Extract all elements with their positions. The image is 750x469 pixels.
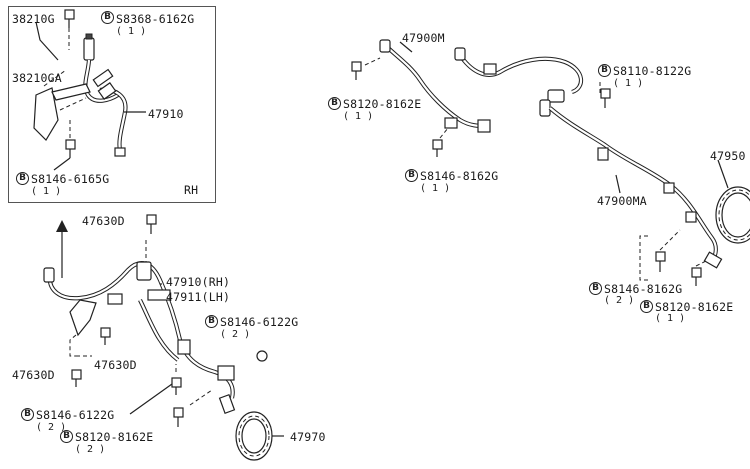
- qty-bolt-s8146-6122g-front-2: ( 2 ): [36, 422, 67, 433]
- part-label-bolt-s8120-8162e-rear: S8120-8162E: [343, 97, 422, 111]
- part-label-bolt-s8146-6122g-front-2: S8146-6122G: [36, 408, 115, 422]
- qty-bolt-s8120-8162e-front: ( 2 ): [75, 444, 106, 455]
- part-label-bolt-s8146-6165: S8146-6165G: [31, 172, 110, 186]
- bolt-symbol-icon: B: [640, 300, 653, 313]
- part-label-bolt-s8120-8162e-front: S8120-8162E: [75, 430, 154, 444]
- part-label-bolt-s8368: S8368-6162G: [116, 12, 195, 26]
- part-label-38210ga: 38210GA: [12, 71, 62, 85]
- bolt-symbol-icon: B: [205, 315, 218, 328]
- qty-bolt-s8368: ( 1 ): [116, 26, 147, 37]
- part-label-47630d-left: 47630D: [12, 368, 55, 382]
- part-label-47900ma: 47900MA: [597, 194, 647, 208]
- side-label-rh: RH: [184, 183, 199, 197]
- part-label-bolt-s8146-6122g-front: S8146-6122G: [220, 315, 299, 329]
- part-label-bolt-s8110-8122g: S8110-8122G: [613, 64, 692, 78]
- part-label-47970: 47970: [290, 430, 326, 444]
- bolt-symbol-icon: B: [21, 408, 34, 421]
- part-label-38210g: 38210G: [12, 12, 55, 26]
- inset-frame-rh: [8, 6, 216, 203]
- bolt-symbol-icon: B: [101, 11, 114, 24]
- part-label-bolt-s8146-8162g-rear: S8146-8162G: [420, 169, 499, 183]
- part-label-47910: 47910: [148, 107, 184, 121]
- front-sensor-harness: [43, 214, 284, 461]
- bolt-symbol-icon: B: [328, 97, 341, 110]
- qty-bolt-s8146-8162g-rear-2: ( 2 ): [604, 295, 635, 306]
- bolt-symbol-icon: B: [16, 172, 29, 185]
- bolt-symbol-icon: B: [60, 430, 73, 443]
- part-label-47911-lh: 47911(LH): [166, 290, 231, 304]
- qty-bolt-s8110-8122g: ( 1 ): [613, 78, 644, 89]
- bolt-symbol-icon: B: [405, 169, 418, 182]
- qty-bolt-s8146-6165: ( 1 ): [31, 186, 62, 197]
- part-label-47630d-top: 47630D: [82, 214, 125, 228]
- bolt-symbol-icon: B: [598, 64, 611, 77]
- part-label-47910-rh: 47910(RH): [166, 275, 231, 289]
- part-label-bolt-s8146-8162g-rear-2: S8146-8162G: [604, 282, 683, 296]
- part-label-47900m: 47900M: [402, 31, 445, 45]
- bolt-symbol-icon: B: [589, 282, 602, 295]
- qty-bolt-s8146-8162g-rear: ( 1 ): [420, 183, 451, 194]
- part-label-47950: 47950: [710, 149, 746, 163]
- direction-arrow: [56, 220, 68, 278]
- part-label-47630d-mid: 47630D: [94, 358, 137, 372]
- part-label-bolt-s8120-8162e-rear-2: S8120-8162E: [655, 300, 734, 314]
- qty-bolt-s8146-6122g-front: ( 2 ): [220, 329, 251, 340]
- rear-sensor-harness: [351, 39, 750, 286]
- inset-sensor-assembly: [33, 9, 146, 171]
- qty-bolt-s8120-8162e-rear-2: ( 1 ): [655, 313, 686, 324]
- qty-bolt-s8120-8162e-rear: ( 1 ): [343, 111, 374, 122]
